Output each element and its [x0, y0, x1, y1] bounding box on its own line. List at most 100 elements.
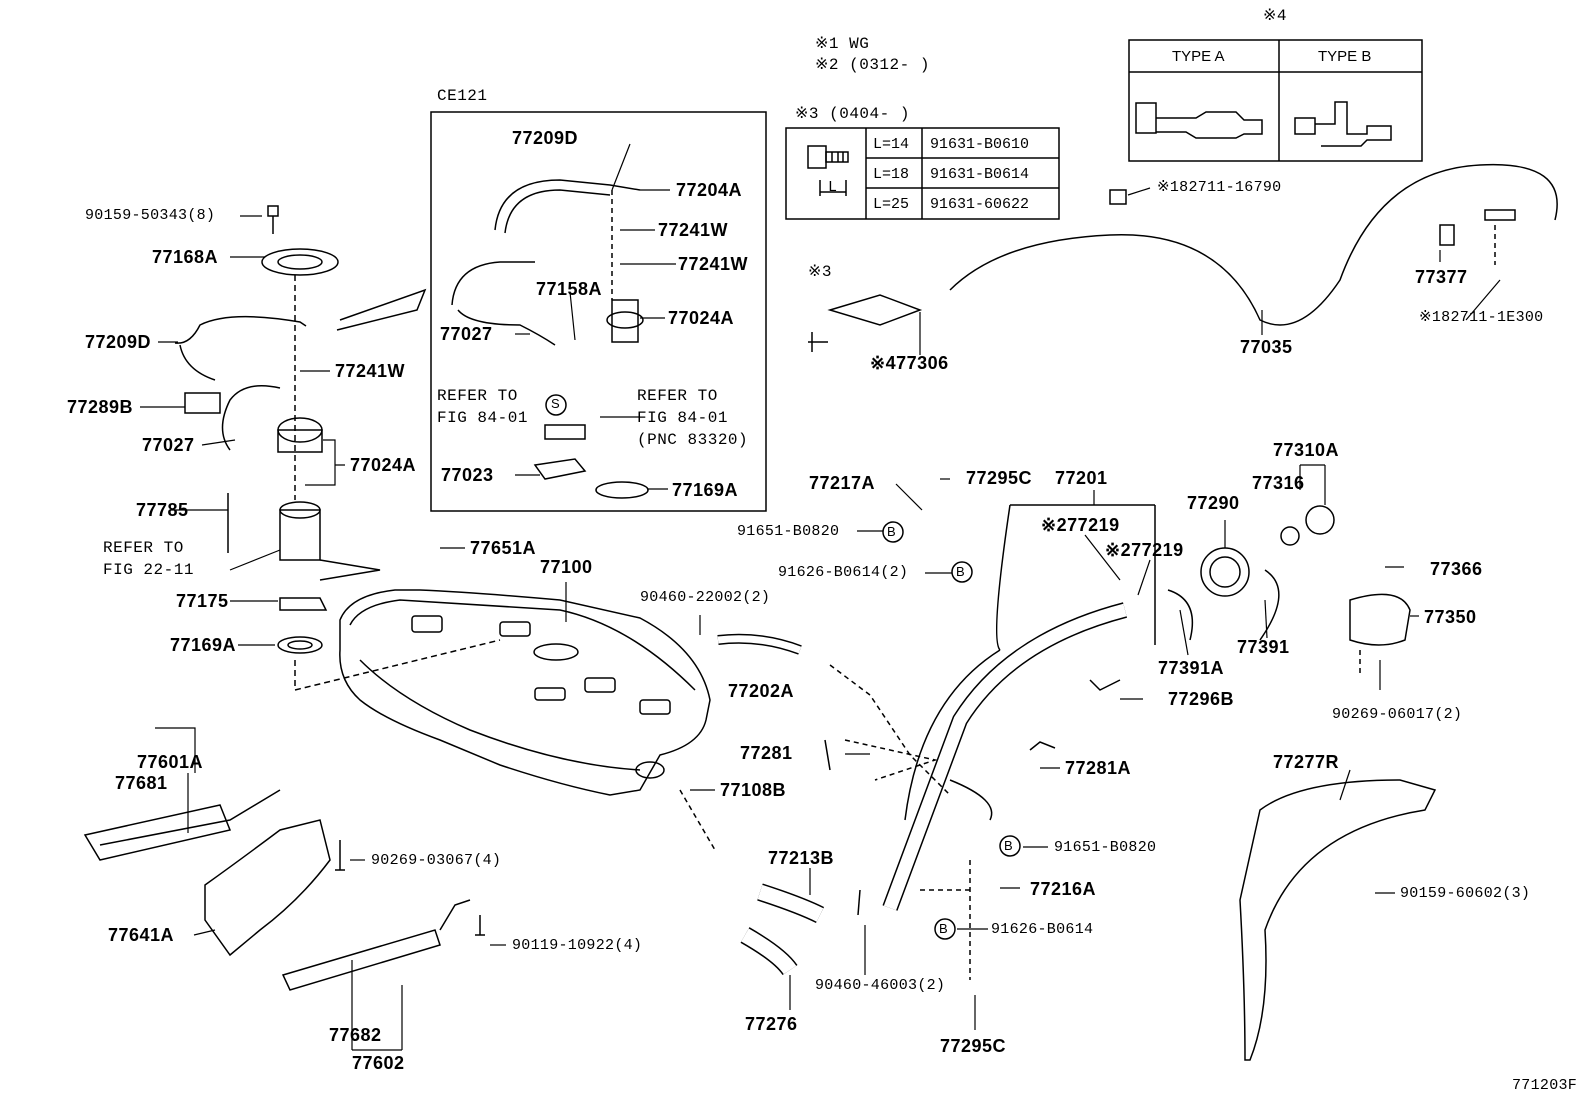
- refer-right-line3: (PNC 83320): [637, 431, 749, 449]
- callout-77158A: 77158A: [536, 279, 603, 299]
- bolt-table-frame: [785, 127, 1060, 220]
- callout-91651-B0820-top: 91651-B0820: [737, 523, 840, 540]
- note-3-marker: ※3: [808, 263, 833, 281]
- bolt-part-1: 91631-B0610: [930, 136, 1030, 153]
- b-marker-1: B: [887, 524, 896, 539]
- callout-77241W-b: 77241W: [678, 254, 749, 274]
- s-mark: S: [551, 396, 560, 411]
- callout-77219-b: ※277219: [1105, 540, 1184, 560]
- callout-90460-46003: 90460-46003(2): [815, 977, 946, 994]
- callout-77296B: 77296B: [1168, 689, 1235, 709]
- note-4-mark: ※4: [1263, 7, 1288, 25]
- callout-77681: 77681: [115, 773, 168, 793]
- callout-77281: 77281: [740, 743, 793, 763]
- callout-77350: 77350: [1424, 607, 1477, 627]
- leader-lines: [140, 143, 1501, 1051]
- callout-90119-10922: 90119-10922(4): [512, 937, 643, 954]
- note-3-date: ※3 (0404- ): [795, 105, 910, 123]
- bolt-length-1: L=14: [873, 136, 910, 153]
- callout-77175: 77175: [176, 591, 229, 611]
- circle-markers: [545, 394, 1021, 940]
- refer-left-line1: REFER TO: [437, 387, 518, 405]
- callout-77651A: 77651A: [470, 538, 537, 558]
- lower-parts-shapes: [83, 789, 485, 991]
- ce121-title: CE121: [437, 87, 488, 105]
- callout-77024A: 77024A: [350, 455, 417, 475]
- callout-77682: 77682: [329, 1025, 382, 1045]
- callout-77306: ※477306: [870, 353, 949, 373]
- callout-77219-a: ※277219: [1041, 515, 1120, 535]
- refer-22-line2: FIG 22-11: [103, 561, 194, 579]
- callout-77201: 77201: [1055, 468, 1108, 488]
- callout-91626-B0614-2: 91626-B0614(2): [778, 564, 909, 581]
- callout-77216A: 77216A: [1030, 879, 1097, 899]
- bolt-part-3: 91631-60622: [930, 196, 1030, 213]
- callout-77108B: 77108B: [720, 780, 787, 800]
- callout-77169A: 77169A: [170, 635, 237, 655]
- callout-90460-22002: 90460-22002(2): [640, 589, 771, 606]
- callout-77209D-inset: 77209D: [512, 128, 579, 148]
- callout-77316: 77316: [1252, 473, 1305, 493]
- callout-77213B: 77213B: [768, 848, 835, 868]
- left-parts-shapes: [174, 205, 501, 691]
- callout-77277R: 77277R: [1273, 752, 1340, 772]
- callout-77217A: 77217A: [809, 473, 876, 493]
- callout-77169A-inset: 77169A: [672, 480, 739, 500]
- callout-77027: 77027: [142, 435, 195, 455]
- callout-77024A-inset: 77024A: [668, 308, 735, 328]
- callout-77377: 77377: [1415, 267, 1468, 287]
- b-marker-2: B: [956, 564, 965, 579]
- callout-77276: 77276: [745, 1014, 798, 1034]
- callout-90269-03067: 90269-03067(4): [371, 852, 502, 869]
- callout-77100: 77100: [540, 557, 593, 577]
- callout-77202A: 77202A: [728, 681, 795, 701]
- callout-77601A: 77601A: [137, 752, 204, 772]
- callout-77241W-a: 77241W: [658, 220, 729, 240]
- bolt-length-2: L=18: [873, 166, 910, 183]
- callout-91651-B0820-bottom: 91651-B0820: [1054, 839, 1157, 856]
- callout-82711-16790: ※182711-16790: [1157, 179, 1282, 196]
- callout-90159-60602: 90159-60602(3): [1400, 885, 1531, 902]
- figure-code: 771203F: [1512, 1077, 1578, 1094]
- note-1-wg: ※1 WG: [815, 35, 870, 53]
- bolt-dim-label: L: [828, 179, 838, 196]
- callout-77023: 77023: [441, 465, 494, 485]
- callout-77209D: 77209D: [85, 332, 152, 352]
- callout-82711-1E300: ※182711-1E300: [1419, 309, 1544, 326]
- callout-91626-B0614: 91626-B0614: [991, 921, 1094, 938]
- b-marker-3: B: [1004, 838, 1013, 853]
- callout-77290: 77290: [1187, 493, 1240, 513]
- type-b-label: TYPE B: [1318, 48, 1372, 65]
- middle-parts-shapes: [679, 163, 1558, 1061]
- callout-77027-inset: 77027: [440, 324, 493, 344]
- type-table-frame: [1128, 39, 1423, 162]
- callout-77281A: 77281A: [1065, 758, 1132, 778]
- callout-77035: 77035: [1240, 337, 1293, 357]
- callout-77391: 77391: [1237, 637, 1290, 657]
- type-a-label: TYPE A: [1172, 48, 1225, 65]
- callout-77391A: 77391A: [1158, 658, 1225, 678]
- callout-77310A: 77310A: [1273, 440, 1340, 460]
- callout-77295C-bottom: 77295C: [940, 1036, 1007, 1056]
- callout-77241W: 77241W: [335, 361, 406, 381]
- callout-77366: 77366: [1430, 559, 1483, 579]
- refer-right-line2: FIG 84-01: [637, 409, 728, 427]
- callout-90159-50343: 90159-50343(8): [85, 207, 216, 224]
- callout-77295C-top: 77295C: [966, 468, 1033, 488]
- bolt-length-3: L=25: [873, 196, 910, 213]
- b-marker-4: B: [939, 921, 948, 936]
- refer-left-line2: FIG 84-01: [437, 409, 528, 427]
- fuel-tank-77100-shape: [339, 589, 711, 796]
- note-2-date: ※2 (0312- ): [815, 56, 930, 74]
- callout-77641A: 77641A: [108, 925, 175, 945]
- callout-90269-06017: 90269-06017(2): [1332, 706, 1463, 723]
- refer-right-line1: REFER TO: [637, 387, 718, 405]
- callout-77168A: 77168A: [152, 247, 219, 267]
- callout-77204A: 77204A: [676, 180, 743, 200]
- ce-inset-shapes: [451, 179, 649, 499]
- callout-77602: 77602: [352, 1053, 405, 1073]
- callout-77785: 77785: [136, 500, 189, 520]
- refer-22-line1: REFER TO: [103, 539, 184, 557]
- ce121-inset-box: [430, 111, 767, 512]
